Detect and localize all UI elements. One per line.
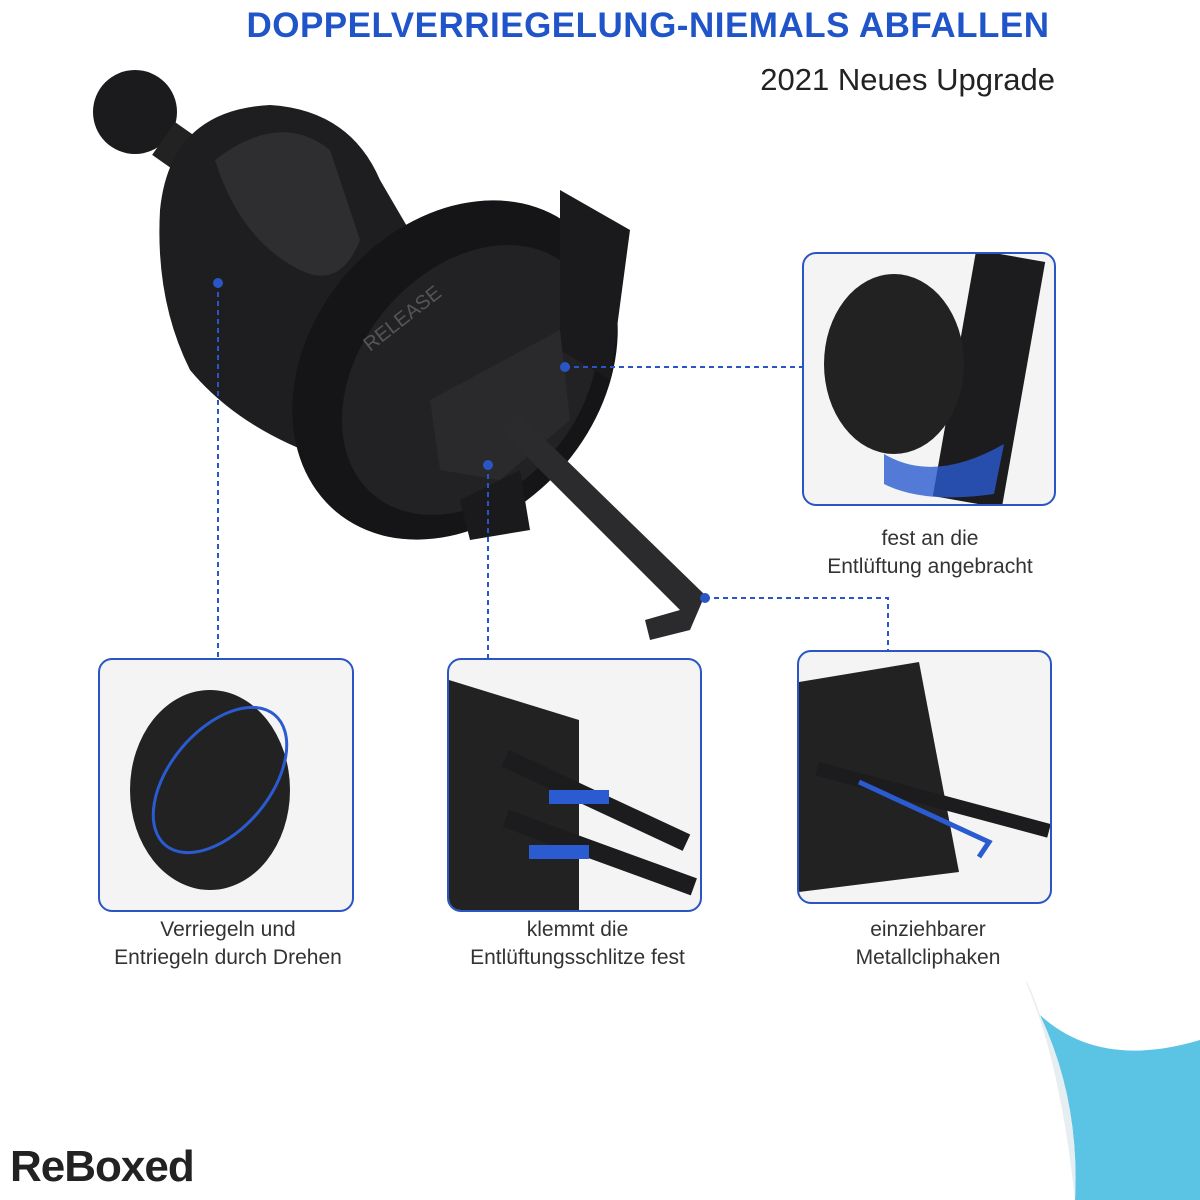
ball-joint [93,70,177,154]
reboxed-logo: ReBoxed [10,1142,195,1191]
page-subtitle: 2021 Neues Upgrade [760,62,1055,97]
feature-image-vent-attach [802,252,1056,506]
page-title: DOPPELVERRIEGELUNG-NIEMALS ABFALLEN [246,6,1050,45]
callout-lines [217,283,889,658]
feature-image-slot-clamp [447,658,702,912]
feature-image-metal-hook [797,650,1052,904]
feature-image-twist-lock [98,658,354,912]
page-curl [1040,1015,1200,1200]
metal-hook [500,415,705,640]
